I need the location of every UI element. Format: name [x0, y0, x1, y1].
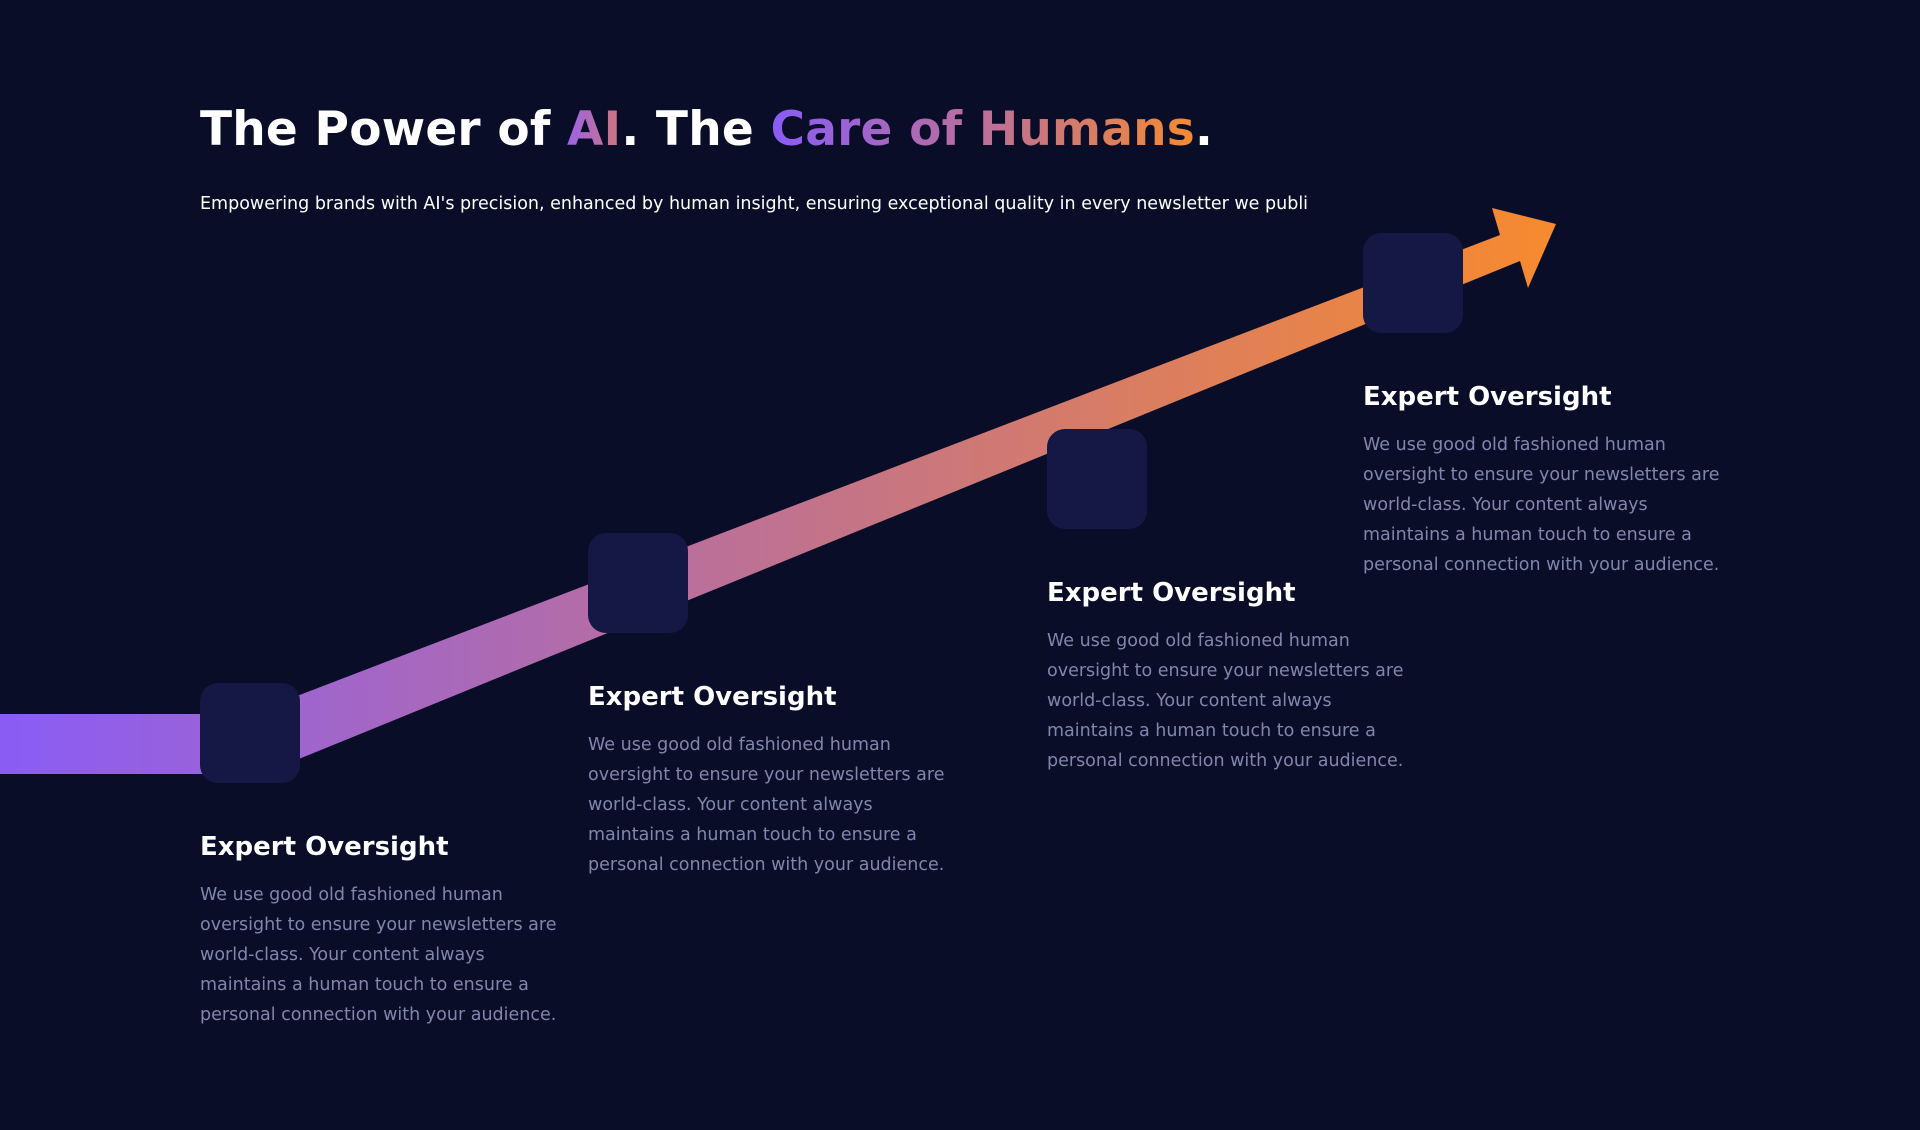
title-part2: . The: [621, 102, 771, 157]
page-title: The Power of AI. The Care of Humans.: [200, 100, 1213, 160]
step-1-description: We use good old fashioned human oversigh…: [200, 885, 557, 1025]
step-1-box: [200, 683, 300, 783]
title-care-of-humans: Care of Humans: [770, 102, 1195, 157]
step-2-title: Expert Oversight: [588, 682, 837, 712]
arrow-band: [0, 208, 1556, 774]
step-2-box: [588, 533, 688, 633]
step-3-box: [1047, 429, 1147, 529]
step-4-description: We use good old fashioned human oversigh…: [1363, 435, 1720, 575]
step-4-box: [1363, 233, 1463, 333]
page-subtitle: Empowering brands with AI's precision, e…: [200, 194, 1309, 214]
title-part1: The Power of: [200, 102, 568, 157]
title-end: .: [1194, 102, 1214, 157]
step-2-description: We use good old fashioned human oversigh…: [588, 735, 945, 875]
step-3-title: Expert Oversight: [1047, 578, 1296, 608]
step-4-title: Expert Oversight: [1363, 382, 1612, 412]
step-1-title: Expert Oversight: [200, 832, 449, 862]
title-ai: AI: [567, 102, 622, 157]
step-3-description: We use good old fashioned human oversigh…: [1047, 631, 1404, 771]
